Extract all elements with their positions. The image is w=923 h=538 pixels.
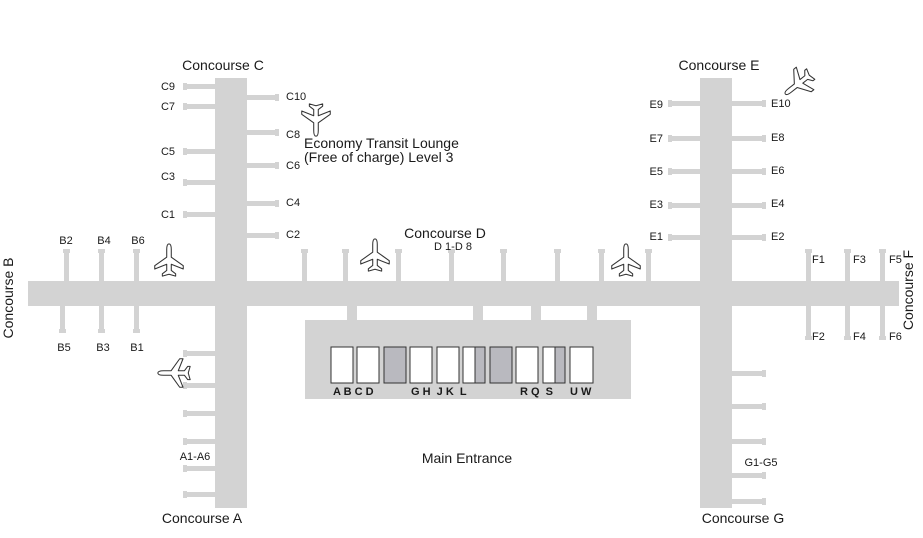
gate-label-c5: C5 — [161, 146, 175, 158]
gate-label-e2: E2 — [771, 231, 784, 243]
counter-r-q — [515, 346, 539, 384]
counter-shaded — [474, 346, 486, 384]
connector — [587, 305, 597, 321]
gate-label-f6: F6 — [889, 331, 902, 343]
gate-labels-b: B2 B4 B6 B5 B3 B1 — [57, 235, 144, 354]
gate-label-b1: B1 — [130, 342, 143, 354]
gate-label-c8: C8 — [286, 129, 300, 141]
gate-label-e1: E1 — [650, 231, 663, 243]
gate-label-b2: B2 — [59, 235, 72, 247]
gate-label-f1: F1 — [812, 254, 825, 266]
concourse-e-title: Concourse E — [679, 57, 760, 73]
gate-label-b4: B4 — [97, 235, 110, 247]
gate-label-c4: C4 — [286, 197, 300, 209]
terminal-building — [28, 78, 899, 508]
counter-shaded — [554, 346, 566, 384]
gate-label-e9: E9 — [650, 99, 663, 111]
gate-label-e3: E3 — [650, 199, 663, 211]
airplane-icon — [154, 243, 184, 277]
gate-stubs-g — [731, 370, 766, 505]
check-in-counters — [330, 346, 594, 384]
gate-stubs-e-right — [731, 100, 766, 241]
main-entrance-label: Main Entrance — [422, 450, 512, 466]
checkin-row-abcd: A B C D — [333, 386, 374, 398]
gate-label-f3: F3 — [853, 254, 866, 266]
concourse-f-title: Concourse F — [900, 250, 916, 330]
gate-label-c7: C7 — [161, 101, 175, 113]
gate-label-b3: B3 — [96, 342, 109, 354]
counter-shaded — [489, 346, 513, 384]
gate-range-a: A1-A6 — [180, 451, 211, 463]
gate-label-f5: F5 — [889, 254, 902, 266]
checkin-row-ghjkl: G H J K L — [411, 386, 467, 398]
gate-label-c2: C2 — [286, 229, 300, 241]
gate-label-b6: B6 — [131, 235, 144, 247]
concourse-d-title: Concourse D — [404, 225, 486, 241]
gate-label-e8: E8 — [771, 132, 784, 144]
counter-g-h — [409, 346, 433, 384]
counter-shaded — [383, 346, 407, 384]
gate-label-c1: C1 — [161, 209, 175, 221]
gate-stubs-a — [183, 350, 216, 498]
counter-c-d — [356, 346, 380, 384]
concourse-a-title: Concourse A — [162, 510, 243, 526]
gate-labels-f: F1 F3 F5 F2 F4 F6 — [812, 254, 902, 343]
main-corridor — [28, 281, 899, 306]
gate-label-e6: E6 — [771, 165, 784, 177]
airplane-icon — [611, 243, 641, 277]
gate-label-c3: C3 — [161, 171, 175, 183]
concourse-e-g-pier — [700, 78, 732, 508]
gate-stubs-c-right — [246, 94, 279, 239]
gate-label-e7: E7 — [650, 133, 663, 145]
airplane-icon — [360, 238, 390, 272]
gate-label-f4: F4 — [853, 331, 866, 343]
gate-label-c6: C6 — [286, 160, 300, 172]
concourse-c-a-pier — [215, 78, 247, 508]
gate-labels-c: C9 C7 C5 C3 C1 C10 C8 C6 C4 C2 — [161, 81, 306, 241]
gate-labels-e: E9 E7 E5 E3 E1 E10 E8 E6 E4 E2 — [650, 98, 791, 243]
counter-j-k — [436, 346, 460, 384]
gate-range-g: G1-G5 — [744, 457, 777, 469]
gate-stubs-b — [59, 249, 140, 333]
gate-stubs-c-left — [183, 83, 216, 218]
concourse-d-gates: D 1-D 8 — [434, 241, 472, 253]
gate-label-c9: C9 — [161, 81, 175, 93]
gate-label-e10: E10 — [771, 98, 791, 110]
checkin-row-uw: U W — [570, 386, 592, 398]
gate-stubs-d — [301, 249, 652, 282]
lounge-label-line1: Economy Transit Lounge — [304, 135, 459, 151]
connector — [473, 305, 483, 321]
checkin-row-rqs: R Q S — [520, 386, 553, 398]
gate-stubs-e-left — [668, 100, 701, 241]
airplane-icon — [301, 103, 331, 137]
connector — [531, 305, 541, 321]
gate-label-c10: C10 — [286, 91, 306, 103]
counter-u-w — [569, 346, 594, 384]
gate-label-e4: E4 — [771, 198, 784, 210]
gate-stubs-f — [805, 249, 886, 340]
lounge-label-line2: (Free of charge) Level 3 — [304, 149, 454, 165]
counter-a-b — [330, 346, 354, 384]
connector — [347, 305, 357, 321]
gate-label-b5: B5 — [57, 342, 70, 354]
concourse-b-title: Concourse B — [0, 258, 16, 339]
concourse-c-title: Concourse C — [182, 57, 264, 73]
concourse-g-title: Concourse G — [702, 510, 784, 526]
gate-label-f2: F2 — [812, 331, 825, 343]
gate-label-e5: E5 — [650, 166, 663, 178]
